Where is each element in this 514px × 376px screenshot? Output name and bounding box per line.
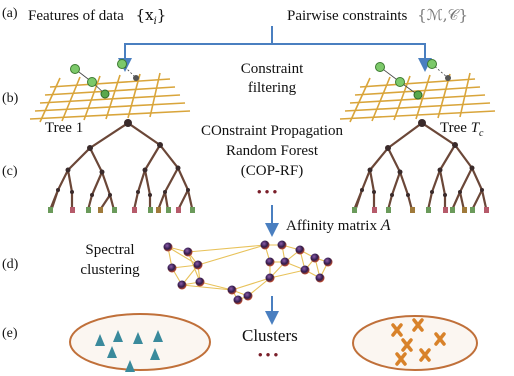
ellipsis-clusters: • • • — [258, 347, 279, 362]
step-label-a: (a) — [2, 6, 18, 21]
step-label-d: (d) — [2, 257, 19, 272]
step-label-b: (b) — [2, 91, 19, 106]
features-label: Features of data {xi} — [28, 6, 167, 27]
ellipsis-trees: • • • — [257, 184, 278, 199]
tree-left-nodes — [56, 119, 190, 197]
cluster-crosses — [391, 318, 446, 366]
filter-grid-left — [29, 72, 191, 123]
tree-right-nodes — [360, 119, 484, 197]
tree-right-leaves — [352, 207, 489, 213]
filter-grid-right — [339, 72, 496, 123]
constraint-filtering-label: Constraint filtering — [240, 61, 304, 96]
affinity-matrix-label: Affinity matrix A — [286, 217, 391, 234]
cluster-triangles — [95, 330, 163, 372]
particles-left — [70, 59, 139, 99]
cluster-ellipse-right — [352, 315, 478, 371]
step-label-e: (e) — [2, 326, 18, 341]
spectral-clustering-label: Spectral clustering — [80, 242, 140, 278]
cop-rf-label: COnstraint Propagation Random Forest (CO… — [200, 123, 344, 179]
tree-c-label: Tree Tc — [440, 120, 484, 139]
tree-left — [48, 122, 194, 211]
tree-1-label: Tree 1 — [45, 120, 84, 136]
tree-left-leaves — [48, 207, 195, 213]
constraints-label: Pairwise constraints {ℳ,𝒞} — [287, 6, 468, 24]
graph-nodes — [163, 240, 333, 305]
step-label-c: (c) — [2, 164, 18, 179]
particles-right — [375, 59, 451, 100]
clusters-label: Clusters — [242, 326, 298, 345]
